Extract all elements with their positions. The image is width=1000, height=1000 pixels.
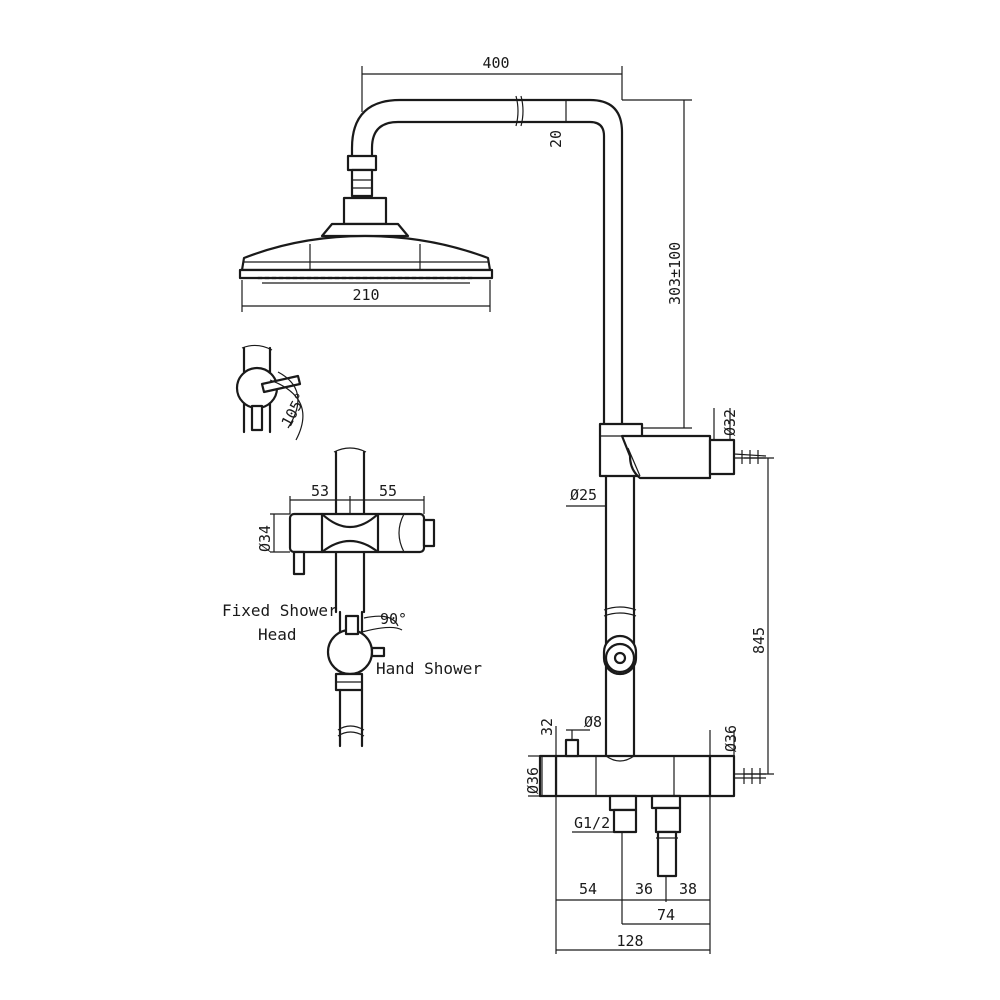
bracket-right-label: 55 <box>379 482 397 500</box>
base-dimensions: 54 36 38 74 128 <box>555 796 711 954</box>
pipe-diameter-dimension: Ø25 <box>566 486 606 507</box>
riser-adjust-label: 303±100 <box>666 242 684 305</box>
rail-height-label: 845 <box>750 627 768 654</box>
slide-bracket-detail <box>288 447 436 614</box>
diverter-diameter-label: Ø32 <box>721 409 739 436</box>
diverter-switch-detail: 90° <box>326 610 407 748</box>
valve-knob-label: Ø8 <box>584 713 602 731</box>
handle-angle-label: 105° <box>278 390 311 430</box>
pipe-diameter-label: Ø25 <box>570 486 597 504</box>
bracket-left-label: 53 <box>311 482 329 500</box>
hand-shower-label: Hand Shower <box>376 659 482 678</box>
head-diameter-label: 210 <box>352 286 379 304</box>
switch-angle-label: 90° <box>380 610 407 628</box>
base-right-label: 38 <box>679 880 697 898</box>
diverter-body <box>598 422 767 480</box>
lower-riser-pipe <box>602 474 638 764</box>
thermostatic-valve <box>538 730 766 878</box>
inlet-thread-label: G1/2 <box>574 814 610 832</box>
riser-adjust-dimension: 303±100 <box>622 99 692 429</box>
valve-diameter-left-label: Ø36 <box>524 767 542 794</box>
fixed-shower-label-line2: Head <box>258 625 297 644</box>
bracket-diameter-label: Ø34 <box>256 525 274 552</box>
base-left-label: 54 <box>579 880 597 898</box>
output-labels: Fixed Shower Head Hand Shower <box>222 601 482 678</box>
shower-neck <box>320 154 410 238</box>
arm-length-dimension: 400 <box>361 54 623 112</box>
shower-head <box>238 234 494 284</box>
arm-length-label: 400 <box>482 54 509 72</box>
shower-arm <box>350 95 624 427</box>
handle-rotation-detail: 105° <box>235 344 311 441</box>
inlet-thread-dimension: G1/2 <box>572 814 636 833</box>
fixed-shower-label: Fixed Shower <box>222 601 338 620</box>
head-diameter-dimension: 210 <box>241 280 491 312</box>
valve-diameter-right-label: Ø36 <box>722 725 740 752</box>
base-mid-label: 36 <box>635 880 653 898</box>
rail-height-dimension: 845 <box>744 457 774 775</box>
bracket-width-dimensions: 53 55 Ø34 <box>256 482 425 553</box>
diverter-diameter-dimension: Ø32 <box>713 408 739 440</box>
arm-drop-label: 20 <box>547 130 565 148</box>
valve-top-label: 32 <box>538 718 556 736</box>
valve-top-dimension: 32 Ø8 Ø36 Ø36 <box>524 713 740 797</box>
base-sub-label: 74 <box>657 906 675 924</box>
base-total-label: 128 <box>616 932 643 950</box>
